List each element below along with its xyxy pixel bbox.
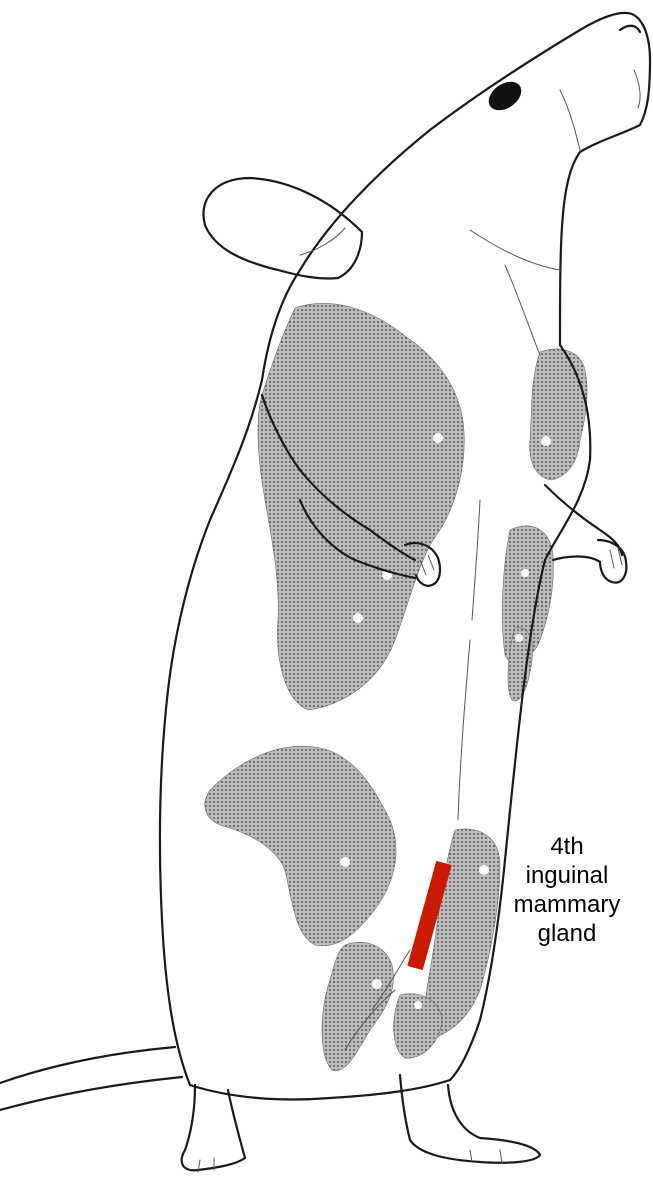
ear bbox=[203, 178, 362, 279]
shoulder-patch bbox=[530, 349, 587, 480]
tail bbox=[0, 1047, 182, 1110]
upper-back-patch bbox=[258, 303, 464, 710]
eye-icon bbox=[483, 76, 526, 116]
label-line-2: inguinal bbox=[492, 861, 642, 890]
coat-patches bbox=[205, 303, 587, 1070]
annotation-label: 4th inguinal mammary gland bbox=[492, 832, 642, 948]
hind-feet bbox=[182, 1075, 540, 1172]
head bbox=[300, 13, 650, 355]
label-line-3: mammary bbox=[492, 890, 642, 919]
label-line-4: gland bbox=[492, 919, 642, 948]
inguinal-patch-left bbox=[322, 942, 393, 1070]
label-line-1: 4th bbox=[492, 832, 642, 861]
front-right-arm bbox=[545, 485, 626, 583]
hip-patch bbox=[205, 746, 396, 946]
